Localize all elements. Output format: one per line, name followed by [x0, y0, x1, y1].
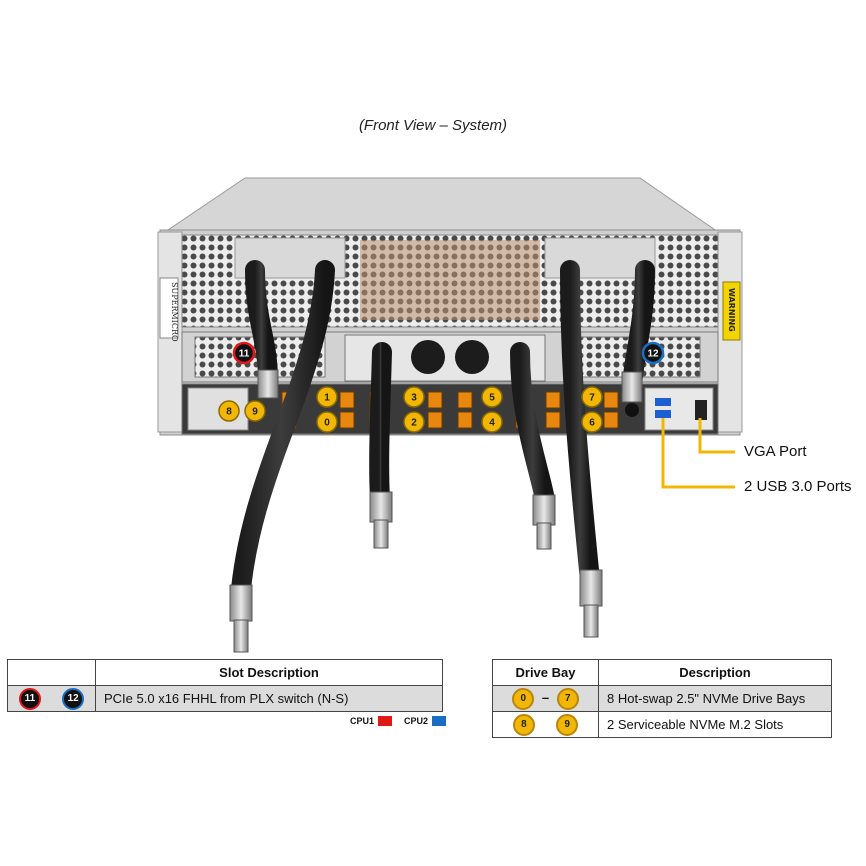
- slot-12-badge: 12: [62, 687, 85, 710]
- svg-text:12: 12: [647, 349, 659, 360]
- slot-badges-cell: 11 12: [7, 685, 96, 712]
- drive-bay-latch: [457, 391, 473, 409]
- svg-text:0: 0: [324, 418, 330, 429]
- cpu2-legend-label: CPU2: [404, 716, 429, 726]
- drive-bay-latch: [545, 391, 561, 409]
- hose-fitting: [579, 569, 603, 638]
- svg-text:2: 2: [411, 418, 417, 429]
- hose-fitting: [621, 371, 643, 417]
- hose-fitting: [229, 584, 253, 653]
- coolant-hose: [369, 342, 392, 510]
- slot-description-table: Slot Description 11 12 PCIe 5.0 x16 FHHL…: [7, 659, 443, 712]
- drive-bay-4-marker: 4: [481, 411, 503, 433]
- callout-line-vga: [698, 418, 735, 454]
- drive-bay-3-marker: 3: [403, 386, 425, 408]
- svg-text:5: 5: [489, 393, 495, 404]
- drive-bay-0-marker: 0: [316, 411, 338, 433]
- coolant-hose: [245, 260, 278, 390]
- cpu-legend: CPU1 CPU2: [350, 716, 447, 726]
- bay-range-cell: 0 – 7: [492, 685, 599, 712]
- coolant-hose: [230, 260, 335, 610]
- bay-0-badge: 0: [512, 687, 535, 710]
- svg-text:3: 3: [411, 393, 417, 404]
- drive-bay-latch: [457, 411, 473, 429]
- chassis-top: [163, 177, 720, 233]
- cpu1-swatch: [378, 716, 393, 726]
- usb-ports-label: 2 USB 3.0 Ports: [744, 478, 852, 495]
- m2-slot-9-marker: 9: [244, 400, 266, 422]
- bay-7-badge: 7: [556, 687, 579, 710]
- callout-line-usb: [661, 418, 735, 489]
- drive-bay-6-marker: 6: [581, 411, 603, 433]
- svg-text:9: 9: [252, 407, 258, 418]
- brand-logo: SUPERMICRO: [170, 282, 179, 342]
- drive-bay-latch: [603, 391, 619, 409]
- drive-bay-latch: [427, 411, 443, 429]
- svg-text:4: 4: [489, 418, 495, 429]
- table-row: 8 9 2 Serviceable NVMe M.2 Slots: [492, 711, 832, 738]
- coolant-hose: [510, 342, 555, 510]
- drive-bay-latch: [339, 411, 355, 429]
- coolant-hose: [560, 260, 600, 590]
- drive-bay-latch: [339, 391, 355, 409]
- slot-11-badge: 11: [18, 687, 41, 710]
- drive-bay-5-marker: 5: [481, 386, 503, 408]
- vga-port: [695, 400, 707, 420]
- range-separator: –: [541, 689, 550, 705]
- table-header: [7, 659, 96, 686]
- bay-description: 8 Hot-swap 2.5" NVMe Drive Bays: [598, 685, 832, 712]
- m2-description: 2 Serviceable NVMe M.2 Slots: [598, 711, 832, 738]
- drive-bay-7-marker: 7: [581, 386, 603, 408]
- svg-text:11: 11: [239, 349, 250, 360]
- m2-slot-8-marker: 8: [218, 400, 240, 422]
- table-row: 0 – 7 8 Hot-swap 2.5" NVMe Drive Bays: [492, 685, 832, 712]
- table-header: Slot Description: [95, 659, 443, 686]
- drive-bay-2-marker: 2: [403, 411, 425, 433]
- table-header: Drive Bay: [492, 659, 599, 686]
- svg-text:6: 6: [589, 418, 595, 429]
- drive-bay-latch: [427, 391, 443, 409]
- cpu1-legend-label: CPU1: [350, 716, 375, 726]
- usb-port: [655, 398, 671, 406]
- hose-fitting: [257, 369, 279, 399]
- drive-bay-latch: [603, 411, 619, 429]
- m2-8-badge: 8: [512, 713, 535, 736]
- m2-range-cell: 8 9: [492, 711, 599, 738]
- drive-bay-1-marker: 1: [316, 386, 338, 408]
- svg-text:7: 7: [589, 393, 595, 404]
- pcie-slot-11-marker: 11: [232, 341, 256, 365]
- table-header-row: Drive Bay Description: [492, 659, 832, 686]
- slot-description: PCIe 5.0 x16 FHHL from PLX switch (N-S): [95, 685, 443, 712]
- drive-bay-latch: [545, 411, 561, 429]
- table-header-row: Slot Description: [7, 659, 443, 686]
- drive-bay-table: Drive Bay Description 0 – 7 8 Hot-swap 2…: [492, 659, 832, 738]
- hose-fitting: [532, 494, 556, 550]
- pcie-slot-12-marker: 12: [641, 341, 665, 365]
- table-header: Description: [598, 659, 832, 686]
- vga-port-label: VGA Port: [744, 443, 807, 460]
- figure-caption: (Front View – System): [358, 117, 508, 134]
- table-row: 11 12 PCIe 5.0 x16 FHHL from PLX switch …: [7, 685, 443, 712]
- warning-label: WARNING: [727, 288, 736, 332]
- hose-fitting: [369, 491, 393, 549]
- svg-text:1: 1: [324, 393, 330, 404]
- usb-port: [655, 410, 671, 418]
- cpu2-swatch: [432, 716, 447, 726]
- svg-text:8: 8: [226, 407, 232, 418]
- m2-9-badge: 9: [556, 713, 579, 736]
